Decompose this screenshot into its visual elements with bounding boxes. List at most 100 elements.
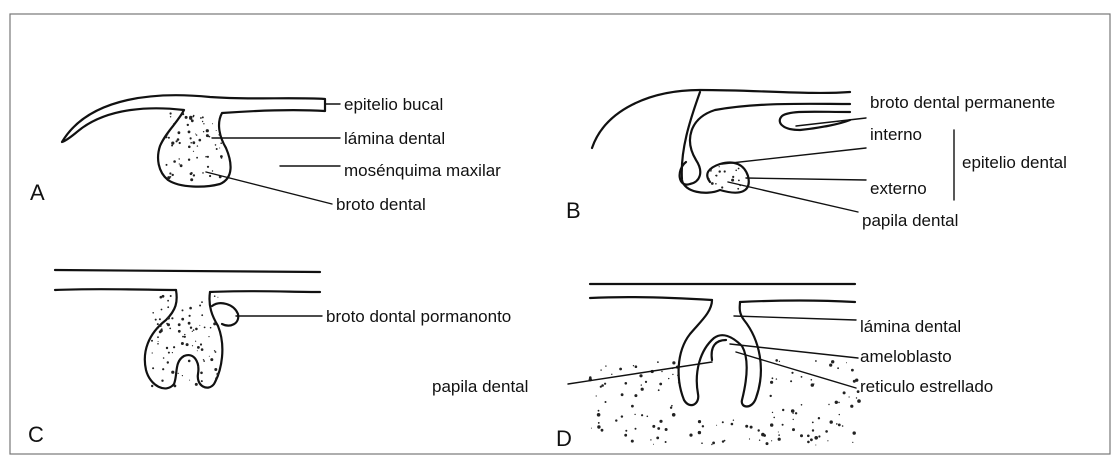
stipple-dot bbox=[210, 358, 213, 361]
stipple-dot bbox=[778, 434, 780, 436]
stipple-dot bbox=[195, 360, 196, 361]
stipple-dot bbox=[219, 148, 220, 149]
label-b-interno: interno bbox=[870, 125, 922, 144]
stipple-dot bbox=[170, 116, 171, 117]
stipple-dot bbox=[791, 372, 793, 374]
stipple-dot bbox=[659, 420, 662, 423]
stipple-dot bbox=[197, 361, 198, 362]
stipple-dot bbox=[188, 322, 191, 325]
stipple-dot bbox=[830, 420, 833, 423]
stipple-dot bbox=[184, 334, 185, 335]
stipple-dot bbox=[171, 317, 173, 319]
stipple-dot bbox=[793, 419, 794, 420]
stipple-dot bbox=[737, 188, 739, 190]
stipple-dot bbox=[601, 384, 604, 387]
stipple-dot bbox=[647, 416, 649, 418]
stipple-dot bbox=[189, 380, 190, 381]
stipple-dot bbox=[812, 429, 814, 431]
stipple-dot bbox=[776, 378, 777, 379]
stipple-dot bbox=[722, 440, 724, 442]
stipple-dot bbox=[621, 393, 624, 396]
stipple-dot bbox=[169, 328, 171, 330]
stipple-dot bbox=[191, 119, 194, 122]
stipple-dot bbox=[711, 444, 712, 445]
stipple-dot bbox=[188, 146, 191, 149]
stipple-dot bbox=[853, 380, 856, 383]
stipple-dot bbox=[828, 404, 829, 405]
label-d-reticulo-estrellado: reticulo estrellado bbox=[860, 377, 993, 396]
stipple-dot bbox=[202, 121, 203, 122]
stipple-dot bbox=[197, 346, 200, 349]
stipple-dot bbox=[167, 306, 169, 308]
stipple-dot bbox=[214, 350, 215, 351]
panel-c-epithelium-bottom bbox=[55, 289, 320, 292]
stipple-dot bbox=[193, 151, 194, 152]
stipple-dot bbox=[852, 442, 853, 443]
stipple-dot bbox=[189, 116, 192, 119]
stipple-dot bbox=[171, 142, 174, 145]
stipple-dot bbox=[827, 440, 828, 441]
stipple-dot bbox=[738, 180, 740, 182]
stipple-dot bbox=[641, 388, 644, 391]
stipple-dot bbox=[732, 176, 734, 178]
leader-b-interno bbox=[722, 148, 866, 164]
stipple-dot bbox=[188, 360, 191, 363]
stipple-dot bbox=[181, 318, 184, 321]
stipple-dot bbox=[652, 425, 655, 428]
stipple-dot bbox=[815, 445, 816, 446]
stipple-dot bbox=[672, 361, 675, 364]
stipple-dot bbox=[193, 174, 195, 176]
panel-a: epitelio bucal lámina dental mosénquima … bbox=[30, 95, 501, 214]
stipple-dot bbox=[219, 134, 221, 136]
stipple-dot bbox=[182, 113, 184, 115]
stipple-dot bbox=[167, 323, 170, 326]
stipple-dot bbox=[167, 300, 169, 302]
stipple-dot bbox=[657, 427, 660, 430]
stipple-dot bbox=[839, 414, 840, 415]
stipple-dot bbox=[202, 172, 204, 174]
stipple-dot bbox=[188, 159, 190, 161]
stipple-dot bbox=[206, 134, 209, 137]
stipple-dot bbox=[708, 178, 710, 180]
panel-letter-c: C bbox=[28, 422, 44, 447]
stipple-dot bbox=[192, 116, 194, 118]
stipple-dot bbox=[172, 174, 174, 176]
panel-b-inner-epithelium bbox=[680, 104, 850, 185]
stipple-dot bbox=[160, 329, 163, 332]
stipple-dot bbox=[160, 325, 162, 327]
stipple-dot bbox=[213, 322, 216, 325]
stipple-dot bbox=[631, 405, 634, 408]
stipple-dot bbox=[814, 436, 818, 440]
stipple-dot bbox=[201, 348, 204, 351]
stipple-dot bbox=[151, 385, 153, 387]
stipple-dot bbox=[634, 414, 635, 415]
stipple-dot bbox=[212, 123, 213, 124]
stipple-dot bbox=[829, 364, 832, 367]
stipple-dot bbox=[152, 367, 154, 369]
stipple-dot bbox=[650, 439, 651, 440]
stipple-dot bbox=[653, 444, 654, 445]
stipple-dot bbox=[851, 369, 854, 372]
stipple-dot bbox=[770, 395, 772, 397]
stipple-dot bbox=[209, 175, 211, 177]
stipple-dot bbox=[199, 325, 200, 326]
stipple-dot bbox=[671, 405, 673, 407]
stipple-dot bbox=[166, 134, 168, 136]
stipple-dot bbox=[701, 442, 703, 444]
stipple-dot bbox=[161, 380, 163, 382]
stipple-dot bbox=[678, 382, 679, 383]
stipple-dot bbox=[203, 360, 205, 362]
stipple-dot bbox=[161, 328, 163, 330]
stipple-dot bbox=[197, 350, 198, 351]
stipple-dot bbox=[167, 361, 169, 363]
stipple-dot bbox=[835, 401, 838, 404]
stipple-dot bbox=[838, 424, 841, 427]
stipple-dot bbox=[698, 420, 701, 423]
stipple-dot bbox=[770, 423, 773, 426]
stipple-dot bbox=[178, 330, 181, 333]
stipple-dot bbox=[807, 441, 810, 444]
stipple-dot bbox=[208, 336, 209, 337]
stipple-dot bbox=[196, 157, 198, 159]
stipple-dot bbox=[778, 432, 779, 433]
